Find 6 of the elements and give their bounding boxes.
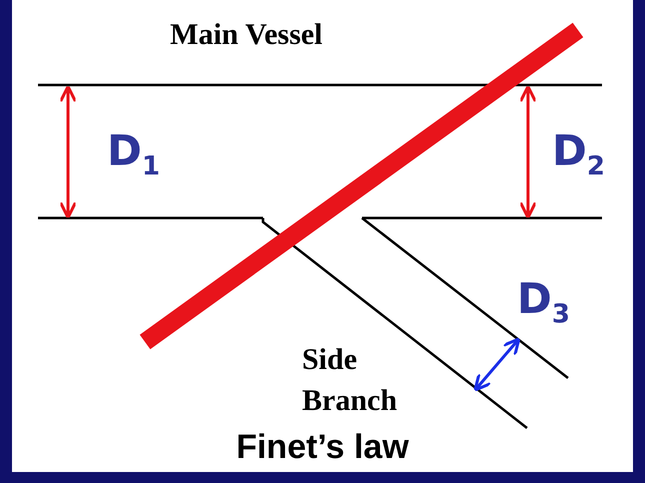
vessel-label: Main Vessel: [170, 18, 323, 52]
heading: Finet’s law: [235, 430, 410, 464]
diameter-label: D$_{3}$: [517, 278, 570, 328]
diameter-label: D$_{1}$: [107, 130, 160, 180]
diameter-label: D$_{2}$: [552, 130, 605, 180]
vessel-label: Side Branch: [302, 342, 398, 418]
